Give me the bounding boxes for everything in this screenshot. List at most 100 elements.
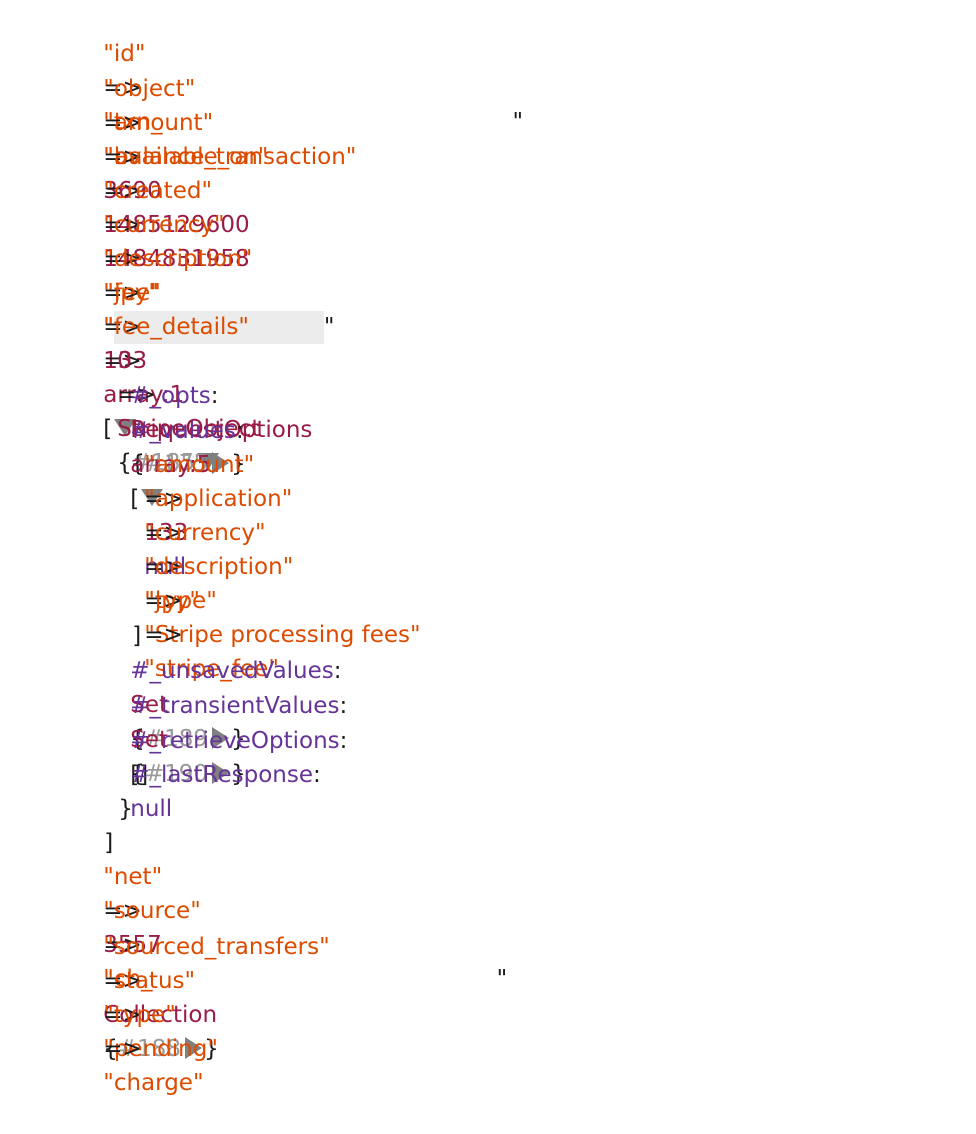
key-description: "description" xyxy=(103,246,253,272)
brace-close: } xyxy=(231,726,246,752)
unsaved-class: Set xyxy=(130,692,169,718)
dump-line-item-close: } xyxy=(89,758,133,822)
value-values-amount: 133 xyxy=(144,520,189,546)
arrow: => xyxy=(103,246,142,272)
redacted-description xyxy=(113,311,324,344)
dump-line-source: "source" => "ch_" xyxy=(74,860,507,992)
key-amount: "amount" xyxy=(103,110,214,136)
prop-last-response: #_lastResponse xyxy=(130,762,313,788)
dump-line-item-0: 0 => StripeObject {#185 xyxy=(88,310,260,476)
item-ref: #185 xyxy=(131,450,196,476)
value-available-on: 1485129600 xyxy=(103,212,250,238)
bracket-close: ] xyxy=(104,830,114,856)
value-id-suffix: " xyxy=(512,109,524,135)
key-created: "created" xyxy=(103,178,213,204)
prop-unsaved-values: #_unsavedValues xyxy=(130,658,334,684)
triangle-right-icon[interactable] xyxy=(212,451,230,474)
key-object: "object" xyxy=(103,76,196,102)
dump-line-values-currency: "currency" => "jpy" xyxy=(115,482,265,614)
prop-retrieve-options: #_retrieveOptions xyxy=(130,728,340,754)
var-dump-output: "id" => "txn_ " "object" => "balance_tran… xyxy=(74,3,523,1096)
arrow: => xyxy=(144,554,183,580)
bracket-close: ] xyxy=(132,623,142,649)
dump-line-object: "object" => "balance_transaction" xyxy=(74,38,356,170)
dump-line-values-close: ] xyxy=(103,585,141,649)
value-net: 3557 xyxy=(103,932,162,958)
dump-line-retrieve-options: #_retrieveOptions: [] xyxy=(101,690,347,788)
triangle-down-icon[interactable] xyxy=(114,419,137,436)
arrow: => xyxy=(103,212,142,238)
dump-line-values-application: "application" => null xyxy=(115,448,292,580)
value-description-open: " xyxy=(103,314,114,340)
prop-transient-values: #_transientValues xyxy=(130,693,340,719)
key-fee: "fee" xyxy=(103,280,161,306)
triangle-right-icon[interactable] xyxy=(212,726,230,749)
value-description-close: " xyxy=(323,314,335,340)
arrow: => xyxy=(103,348,142,374)
colon: : xyxy=(210,383,219,409)
dump-line-currency: "currency" => "jpy" xyxy=(74,174,224,306)
value-source-suffix: " xyxy=(496,966,508,992)
opts-ref: #175 xyxy=(144,451,209,477)
value-values-type: "stripe_fee" xyxy=(144,656,279,682)
transient-ref: #190 xyxy=(144,761,209,787)
brace-close: } xyxy=(118,796,133,822)
key-available-on: "available_on" xyxy=(103,144,269,170)
arrow: => xyxy=(117,382,156,408)
arrow: => xyxy=(103,75,142,101)
value-type: "charge" xyxy=(103,1070,204,1096)
redacted-source xyxy=(153,968,497,992)
value-retrieve-options: [] xyxy=(130,762,149,788)
colon: : xyxy=(339,693,348,719)
prop-values: #_values xyxy=(130,418,236,444)
dump-line-available-on: "available_on" => 1485129600 xyxy=(74,106,268,238)
colon: : xyxy=(312,762,321,788)
triangle-right-icon[interactable] xyxy=(212,761,230,784)
dump-line-net: "net" => 3557 xyxy=(74,826,162,958)
bracket-open: [ xyxy=(130,486,140,512)
arrow: => xyxy=(103,110,142,136)
dump-line-last-response: #_lastResponse: null xyxy=(101,724,320,822)
dump-line-type: "type" => "charge" xyxy=(74,964,203,1096)
dump-line-fee-details-close: ] xyxy=(75,792,113,856)
key-sourced-transfers: "sourced_transfers" xyxy=(103,934,330,960)
arrow: => xyxy=(103,968,142,994)
key-values-currency: "currency" xyxy=(144,520,266,546)
value-currency: "jpy" xyxy=(103,280,160,306)
dump-line-amount: "amount" => 3690 xyxy=(74,72,213,204)
triangle-down-icon[interactable] xyxy=(141,489,164,506)
transient-class: Set xyxy=(130,727,169,753)
dump-line-values: #_values: array:5 [ xyxy=(101,380,243,512)
value-amount: 3690 xyxy=(103,178,162,204)
colon: : xyxy=(333,658,342,684)
value-object: "balance_transaction" xyxy=(103,144,357,170)
value-id-prefix: "txn_ xyxy=(103,109,163,135)
dump-line-unsaved: #_unsavedValues: Set {#189} xyxy=(101,620,341,752)
unsaved-ref: #189 xyxy=(144,726,209,752)
arrow: => xyxy=(103,932,142,958)
brace-open: { xyxy=(117,450,132,476)
key-values-description: "description" xyxy=(144,554,294,580)
arrow: => xyxy=(144,486,183,512)
value-fee: 133 xyxy=(103,348,148,374)
dump-line-created: "created" => 1484831958 xyxy=(74,140,249,272)
key-net: "net" xyxy=(103,864,163,890)
dump-line-fee: "fee" => 133 xyxy=(74,242,161,374)
prop-opts: #_opts xyxy=(130,383,211,409)
arrow: => xyxy=(103,178,142,204)
key-values-application: "application" xyxy=(144,486,293,512)
value-values-description: "Stripe processing fees" xyxy=(144,622,421,648)
dump-line-fee-details: "fee_details" => array:1 [ xyxy=(74,276,249,442)
key-values-amount: "amount" xyxy=(144,452,255,478)
brace-close: } xyxy=(231,451,246,477)
brace-close: } xyxy=(231,761,246,787)
value-fee-details-type: array:1 xyxy=(103,382,185,408)
brace-open: { xyxy=(130,451,145,477)
key-id: "id" xyxy=(103,41,146,67)
arrow: => xyxy=(144,622,183,648)
dump-line-id: "id" => "txn_ " xyxy=(74,3,523,135)
dump-line-sourced-transfers: "sourced_transfers" => Collection {#188} xyxy=(74,896,329,1062)
arrow: => xyxy=(103,898,142,924)
arrow: => xyxy=(144,588,183,614)
colon: : xyxy=(339,728,348,754)
